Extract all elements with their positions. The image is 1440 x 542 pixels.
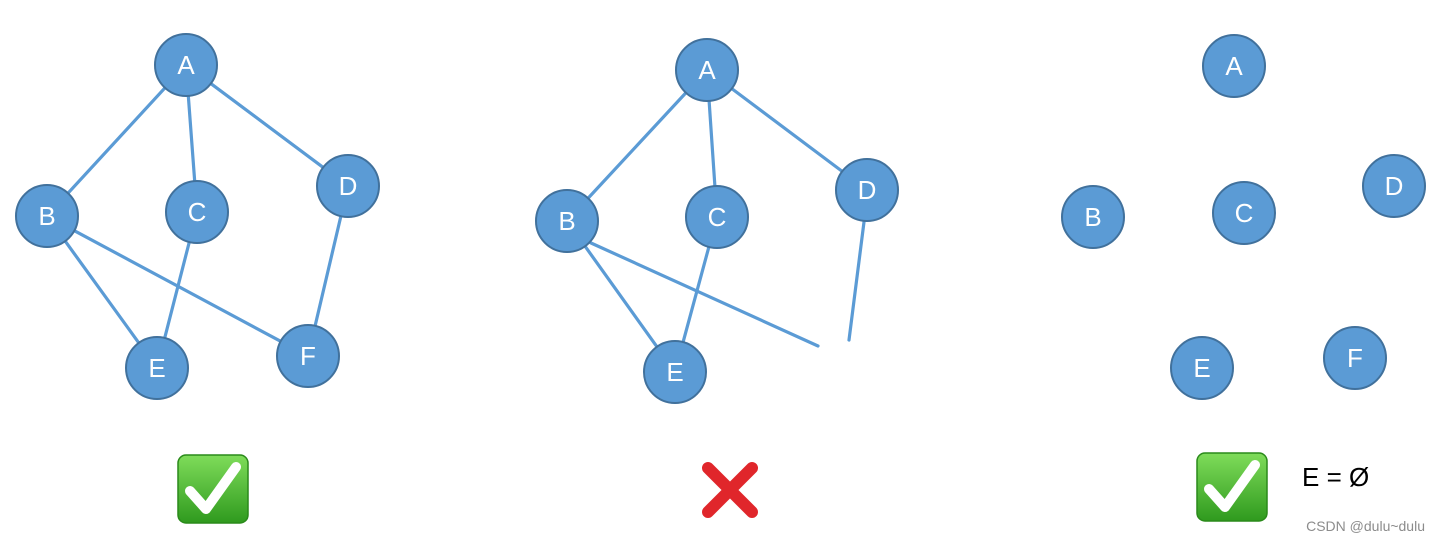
node-A: A — [154, 33, 218, 97]
node-label: D — [858, 175, 877, 205]
check-mark-icon — [1196, 452, 1268, 522]
node-circle — [125, 336, 189, 400]
edge-D-F — [313, 214, 343, 328]
node-label: C — [188, 197, 207, 227]
node-D: D — [316, 154, 380, 218]
node-circle — [316, 154, 380, 218]
edge-C-E — [163, 240, 191, 340]
node-A: A — [1202, 34, 1266, 98]
node-label: E — [148, 353, 165, 383]
edge-A-B — [66, 86, 167, 195]
node-C: C — [685, 185, 749, 249]
node-label: C — [708, 202, 727, 232]
node-circle — [1362, 154, 1426, 218]
node-circle — [15, 184, 79, 248]
node-label: F — [1347, 343, 1363, 373]
node-label: B — [38, 201, 55, 231]
node-label: B — [558, 206, 575, 236]
node-circle — [154, 33, 218, 97]
graph-3-empty-edges: A B C D E F — [1061, 34, 1426, 400]
node-B: B — [15, 184, 79, 248]
node-label: A — [1225, 51, 1243, 81]
dangling-edge-2 — [847, 220, 866, 342]
node-circle — [643, 340, 707, 404]
node-circle — [1212, 181, 1276, 245]
node-B: B — [535, 189, 599, 253]
node-F: F — [1323, 326, 1387, 390]
node-circle — [1061, 185, 1125, 249]
node-label: A — [177, 50, 195, 80]
empty-edge-set-caption: E = Ø — [1302, 462, 1369, 492]
node-D: D — [835, 158, 899, 222]
node-E: E — [643, 340, 707, 404]
edge-A-C — [707, 99, 717, 188]
node-label: E — [666, 357, 683, 387]
edge-A-C — [186, 94, 197, 183]
node-circle — [685, 185, 749, 249]
node-label: F — [300, 341, 316, 371]
node-label: C — [1235, 198, 1254, 228]
node-C: C — [165, 180, 229, 244]
node-label: E — [1193, 353, 1210, 383]
check-mark-icon — [177, 454, 249, 524]
node-circle — [675, 38, 739, 102]
dangling-edge-1 — [589, 241, 820, 348]
edge-A-B — [586, 91, 688, 200]
node-label: D — [1385, 171, 1404, 201]
edge-C-E — [681, 245, 711, 344]
node-circle — [276, 324, 340, 388]
cross-mark-icon — [702, 462, 758, 518]
graph-2-dangling-edges: A B C D E — [535, 38, 899, 404]
node-E: E — [1170, 336, 1234, 400]
node-E: E — [125, 336, 189, 400]
edge-B-E — [63, 239, 141, 345]
node-D: D — [1362, 154, 1426, 218]
node-label: B — [1084, 202, 1101, 232]
node-circle — [835, 158, 899, 222]
node-C: C — [1212, 181, 1276, 245]
node-A: A — [675, 38, 739, 102]
node-label: A — [698, 55, 716, 85]
node-circle — [535, 189, 599, 253]
node-circle — [1202, 34, 1266, 98]
node-circle — [1323, 326, 1387, 390]
node-B: B — [1061, 185, 1125, 249]
edge-A-D — [730, 86, 844, 173]
edge-B-E — [583, 244, 659, 349]
node-circle — [165, 180, 229, 244]
watermark: CSDN @dulu~dulu — [1306, 518, 1425, 534]
node-label: D — [339, 171, 358, 201]
node-F: F — [276, 324, 340, 388]
graph-1-connected: A B C D E F — [15, 33, 380, 400]
edge-A-D — [209, 81, 325, 170]
node-circle — [1170, 336, 1234, 400]
